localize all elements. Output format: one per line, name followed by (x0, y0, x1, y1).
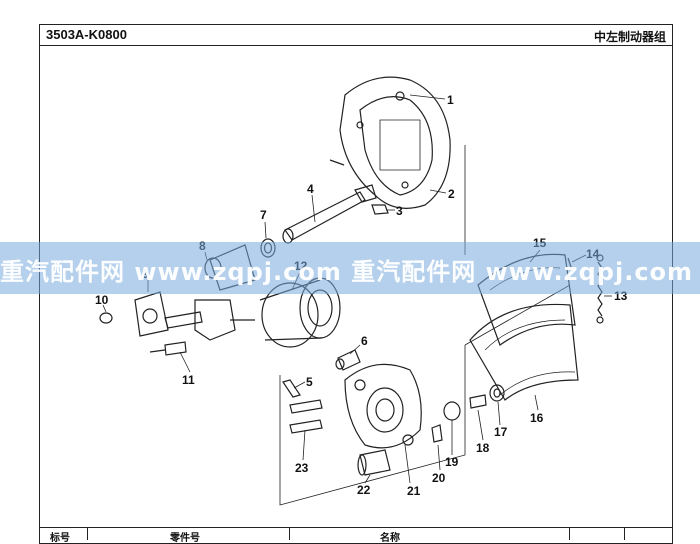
callout-21: 21 (407, 484, 421, 498)
roller-part (489, 384, 505, 402)
header-bar (39, 24, 673, 46)
callout-11: 11 (182, 373, 195, 387)
table-divider (289, 528, 290, 540)
slack-adjuster-part (134, 291, 203, 337)
callout-19: 19 (445, 455, 459, 469)
parts-table-header (39, 527, 673, 540)
watermark-text: 重汽配件网 www.zqpj.com 重汽配件网 www.zqpj.com (0, 258, 694, 286)
cylinder-part (357, 449, 391, 476)
column-partno-label: 零件号 (170, 533, 200, 544)
callout-2: 2 (448, 187, 455, 201)
callout-16: 16 (530, 411, 544, 425)
callout-7: 7 (260, 208, 267, 222)
callout-20: 20 (432, 471, 446, 485)
clip-part (282, 379, 301, 398)
callout-4: 4 (307, 182, 314, 196)
pins-part (289, 399, 323, 434)
assembly-code: 3503A-K0800 (46, 27, 127, 42)
roller-pin-part (469, 394, 487, 409)
watermark-band (0, 242, 700, 294)
brake-shoe-part (469, 303, 579, 401)
callout-1: 1 (447, 93, 454, 107)
spider-part (344, 363, 422, 449)
column-name-label: 名称 (380, 533, 400, 544)
camshaft-part (282, 184, 377, 244)
assembly-title: 中左制动器组 (593, 30, 666, 44)
callout-23: 23 (295, 461, 309, 475)
table-divider (569, 528, 570, 540)
clevis-pin-part (149, 341, 187, 356)
small-bolt-part (431, 424, 443, 443)
backing-plate-part (339, 76, 451, 209)
table-divider (87, 528, 88, 540)
callout-10: 10 (95, 293, 109, 307)
table-divider (624, 528, 625, 540)
callout-3: 3 (396, 204, 403, 218)
column-index-label: 标号 (50, 533, 70, 544)
bushing-part (335, 349, 361, 371)
callout-17: 17 (494, 425, 508, 439)
callout-5: 5 (306, 375, 313, 389)
callout-18: 18 (476, 441, 490, 455)
callout-22: 22 (357, 483, 371, 497)
washer-part (99, 312, 113, 324)
bolt-part (329, 159, 389, 215)
callout-6: 6 (361, 334, 368, 348)
callout-labels: 1 2 3 4 5 6 7 8 9 10 11 12 13 14 15 16 1… (95, 93, 628, 498)
o-ring-part (443, 401, 461, 421)
